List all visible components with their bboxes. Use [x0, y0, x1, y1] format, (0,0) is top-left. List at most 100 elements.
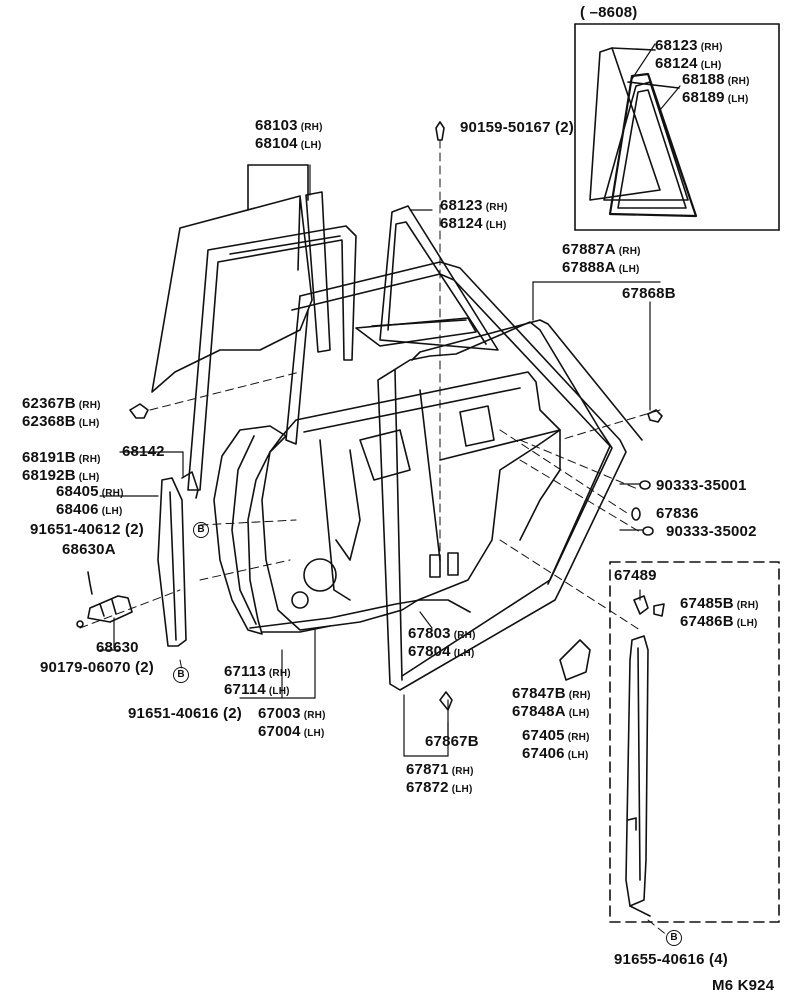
part-number: 68188 [682, 71, 725, 88]
label-68142: 68142 [122, 443, 165, 460]
side-tag: (RH) [567, 732, 590, 743]
side-tag: (RH) [485, 202, 508, 213]
quantity: (2) [125, 521, 144, 538]
part-number: 90159-50167 [460, 119, 551, 136]
label-67887A: 67887A(RH) 67888A(LH) [562, 242, 641, 278]
part-number: 67871 [406, 761, 449, 778]
door-inner-panel [261, 371, 561, 631]
side-tag: (LH) [78, 418, 100, 429]
part-number: 68123 [655, 37, 698, 54]
side-tag: (LH) [451, 784, 473, 795]
door-outer-shell [213, 425, 331, 635]
bolt-marker-b: B [173, 667, 189, 683]
part-number: 68123 [440, 197, 483, 214]
part-number: 68124 [440, 215, 483, 232]
side-tag: (RH) [727, 76, 750, 87]
label-67871: 67871(RH) 67872(LH) [406, 762, 474, 798]
side-tag: (RH) [568, 690, 591, 701]
division-bar [157, 471, 199, 647]
part-number: 68189 [682, 89, 725, 106]
label-68191B: 68191B(RH) 68192B(LH) [22, 450, 101, 486]
alignment-dashes [79, 139, 669, 937]
label-67836: 67836 [656, 505, 699, 522]
part-number: 91655-40616 [614, 951, 705, 968]
side-tag: (RH) [268, 668, 291, 679]
label-90333-35002: 90333-35002 [666, 523, 757, 540]
bolt-marker-b: B [193, 522, 209, 538]
inset-frame [574, 23, 780, 231]
label-67405: 67405(RH) 67406(LH) [522, 728, 590, 764]
part-number: 68406 [56, 501, 99, 518]
part-number: 67872 [406, 779, 449, 796]
quarter-glass-frame [355, 205, 499, 351]
label-90333-35001: 90333-35001 [656, 477, 747, 494]
part-number: 68103 [255, 117, 298, 134]
label-90179: 90179-06070 (2) [40, 660, 154, 676]
side-tag: (RH) [101, 488, 124, 499]
hinge-assembly [76, 571, 133, 628]
label-67867B: 67867B [425, 733, 479, 750]
side-tag: (LH) [300, 140, 322, 151]
side-tag: (LH) [268, 686, 290, 697]
inset-range-label: ( –8608) [580, 4, 638, 21]
part-number: 67004 [258, 723, 301, 740]
inset-quarter-glass [589, 47, 698, 218]
part-number: 67803 [408, 625, 451, 642]
part-number: 91651-40616 [128, 705, 219, 722]
side-tag: (LH) [736, 618, 758, 629]
label-90159: 90159-50167 (2) [460, 120, 574, 136]
rear-channel-box [609, 561, 780, 923]
label-67803: 67803(RH) 67804(LH) [408, 626, 476, 662]
label-91651-40612: 91651-40612 (2) [30, 522, 144, 538]
part-number: 68192B [22, 467, 76, 484]
side-tag: (LH) [101, 506, 123, 517]
label-68103: 68103(RH) 68104(LH) [255, 118, 323, 154]
side-tag: (RH) [303, 710, 326, 721]
label-67847B: 67847B(RH) 67848A(LH) [512, 686, 591, 722]
label-68123: 68123(RH) 68124(LH) [440, 198, 508, 234]
side-tag: (LH) [567, 750, 589, 761]
side-tag: (RH) [453, 630, 476, 641]
part-number: 67848A [512, 703, 566, 720]
part-number: 67113 [224, 663, 266, 680]
part-number: 67485B [680, 595, 734, 612]
leader-lines [99, 43, 681, 757]
part-number: 67114 [224, 681, 266, 698]
part-number: 67486B [680, 613, 734, 630]
part-number: 68405 [56, 483, 99, 500]
side-tag: (LH) [700, 60, 722, 71]
part-number: 67847B [512, 685, 566, 702]
lower-panel-seal [249, 599, 471, 629]
part-number: 67888A [562, 259, 616, 276]
part-number: 90179-06070 [40, 659, 131, 676]
part-number: 68124 [655, 55, 698, 72]
label-68405: 68405(RH) 68406(LH) [56, 484, 124, 520]
corner-trim-piece [559, 639, 591, 681]
part-number: 62367B [22, 395, 76, 412]
part-number: 67406 [522, 745, 565, 762]
quantity: (4) [709, 951, 728, 968]
label-67489: 67489 [614, 567, 657, 584]
quantity: (2) [555, 119, 574, 136]
side-tag: (LH) [618, 264, 640, 275]
label-67113: 67113(RH) 67114(LH) [224, 664, 291, 700]
side-tag: (LH) [453, 648, 475, 659]
label-67485B: 67485B(RH) 67486B(LH) [680, 596, 759, 632]
part-number: 67405 [522, 727, 565, 744]
door-glass [151, 164, 313, 393]
rear-lower-channel [625, 595, 665, 917]
quantity: (2) [135, 659, 154, 676]
side-tag: (LH) [727, 94, 749, 105]
part-number: 68104 [255, 135, 298, 152]
part-number: 67003 [258, 705, 301, 722]
side-tag: (LH) [485, 220, 507, 231]
part-number: 67804 [408, 643, 451, 660]
quantity: (2) [223, 705, 242, 722]
glass-run-channels [187, 191, 357, 491]
side-tag: (LH) [568, 708, 590, 719]
label-62367B: 62367B(RH) 62368B(LH) [22, 396, 101, 432]
label-91651-40616: 91651-40616 (2) [128, 706, 242, 722]
side-tag: (RH) [736, 600, 759, 611]
